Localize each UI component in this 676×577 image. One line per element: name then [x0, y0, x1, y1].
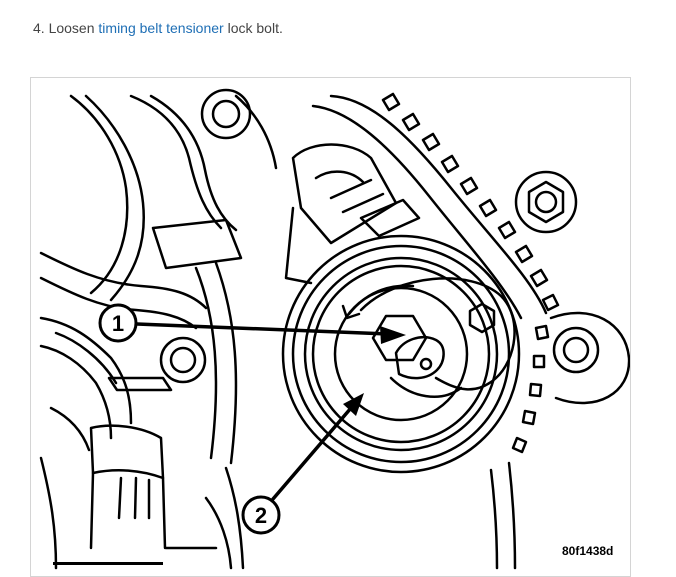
- callout-1: 1: [98, 303, 406, 344]
- step-prefix: Loosen: [48, 20, 95, 36]
- timing-belt-tensioner-link[interactable]: timing belt tensioner: [98, 20, 224, 36]
- timing-belt: [311, 92, 560, 570]
- engine-block-outlines: [39, 88, 278, 570]
- figure-code: 80f1438d: [562, 544, 614, 558]
- illustration-frame: 1 2 80f1438d: [30, 77, 631, 577]
- step-instruction: 4. Loosen timing belt tensioner lock bol…: [33, 19, 283, 37]
- scale-bar: [53, 562, 163, 565]
- tensioner-housing: [284, 143, 421, 285]
- hex-bolt-upper-right: [514, 170, 578, 234]
- step-suffix: lock bolt.: [227, 20, 283, 36]
- idler-boss-right: [549, 311, 630, 405]
- tensioner-pulley: [281, 234, 521, 474]
- callout-1-label: 1: [112, 311, 124, 336]
- timing-belt-tensioner-illustration: 1 2: [39, 88, 630, 570]
- callout-2-label: 2: [255, 503, 267, 528]
- step-number: 4.: [33, 20, 45, 36]
- callout-2: 2: [241, 393, 364, 535]
